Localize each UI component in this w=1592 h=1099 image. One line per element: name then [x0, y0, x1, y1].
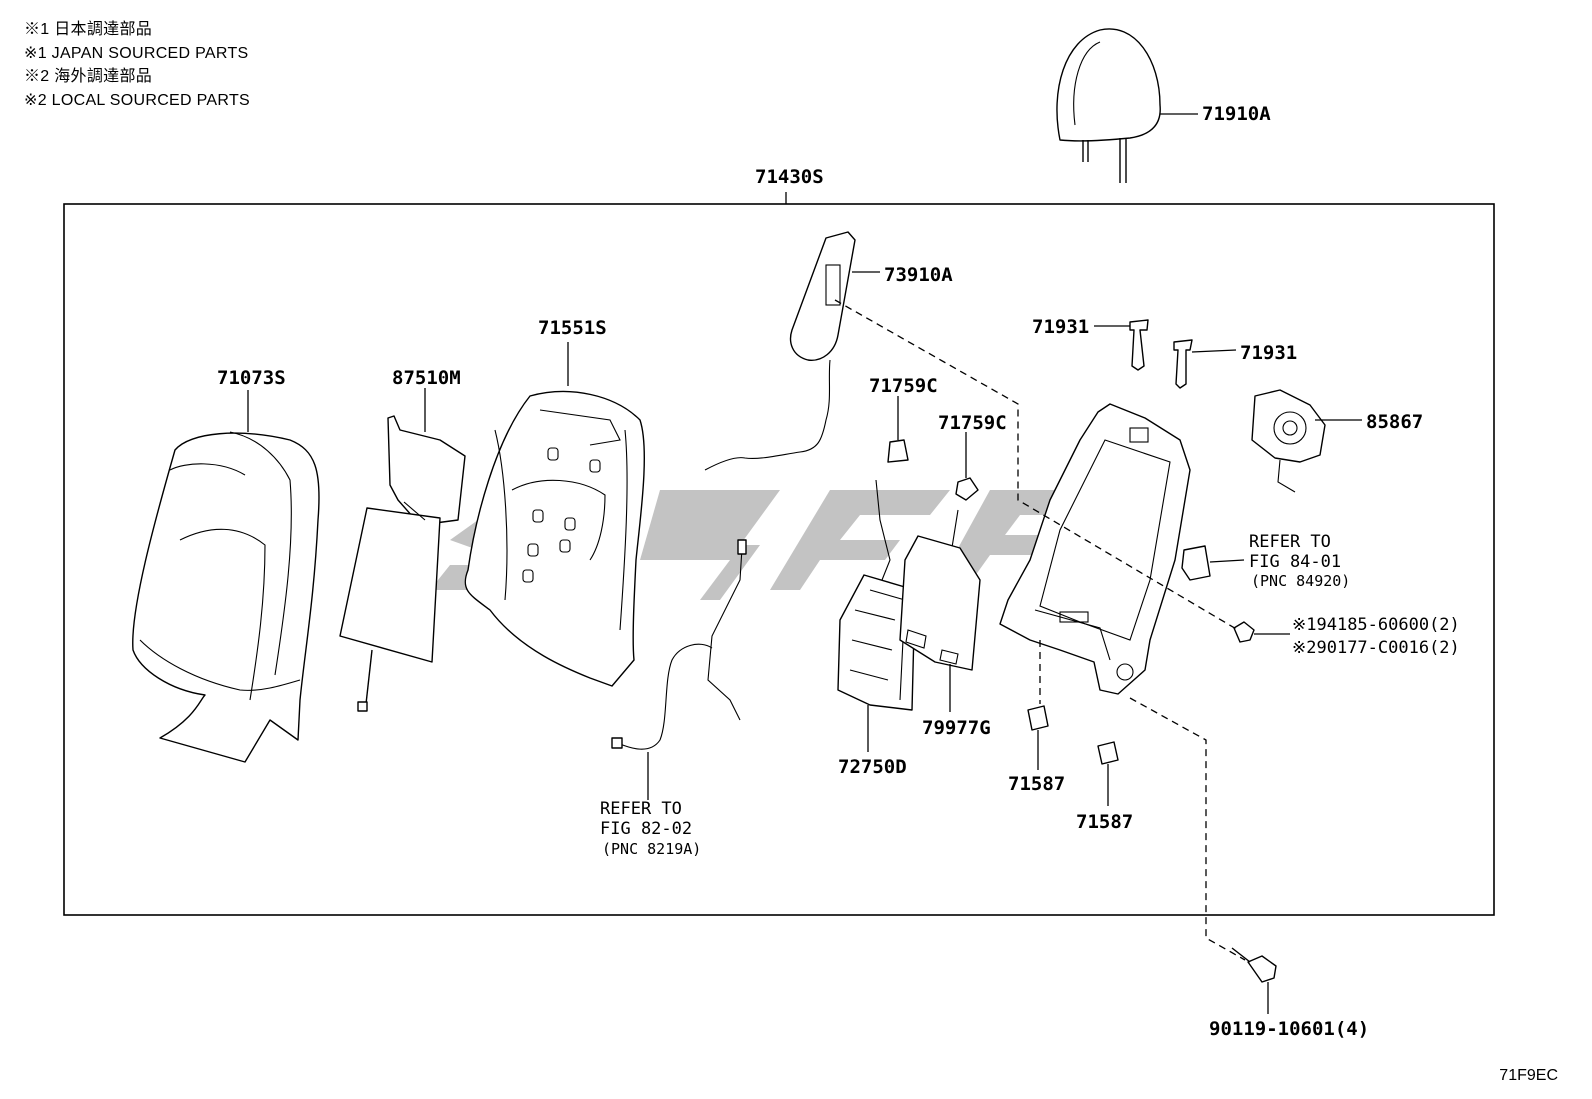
wire-harness-illustration — [611, 539, 747, 800]
clip-71759c-illustration — [887, 396, 979, 501]
note-japan-sourced-jp: ※1 日本調達部品 — [24, 21, 153, 38]
label-71931-left: 71931 — [1032, 316, 1089, 338]
fastener-illustration — [1027, 705, 1119, 806]
nut-illustration — [1233, 621, 1290, 643]
label-71931-right: 71931 — [1240, 342, 1297, 364]
airbag-mount-dashline — [834, 299, 1239, 631]
headrest-guide-illustration — [1094, 319, 1237, 389]
bolt-dashline — [1129, 697, 1246, 961]
refer-wire-note: REFER TO FIG 82-02 (PNC 8219A) — [600, 799, 701, 858]
seat-heater-illustration — [339, 388, 466, 712]
refer-wire-line2: FIG 82-02 — [600, 819, 692, 839]
cover-clip-illustration — [1181, 545, 1245, 581]
recliner-cover-illustration — [1251, 389, 1362, 493]
seat-frame-illustration — [999, 403, 1191, 695]
note-local-sourced-jp: ※2 海外調達部品 — [24, 68, 153, 85]
refer-cover-line2: FIG 84-01 — [1249, 552, 1341, 572]
svg-text:※290177-C0016(2): ※290177-C0016(2) — [1292, 638, 1460, 658]
nut-line1-mark: ※1 — [1292, 615, 1316, 635]
label-73910a: 73910A — [884, 264, 953, 286]
label-85867: 85867 — [1366, 411, 1423, 433]
label-71759c-second: 71759C — [938, 412, 1007, 434]
label-71073s: 71073S — [217, 367, 286, 389]
label-71587-second: 71587 — [1076, 811, 1133, 833]
nut-line2-part: 90177-C0016(2) — [1316, 638, 1459, 658]
seatback-pad-illustration — [464, 342, 645, 687]
label-71430s: 71430S — [755, 166, 824, 188]
illustration-code: 71F9EC — [1499, 1067, 1558, 1084]
label-71910a: 71910A — [1202, 103, 1271, 125]
note-japan-sourced-en: ※1 JAPAN SOURCED PARTS — [24, 44, 249, 62]
refer-cover-line3: (PNC 84920) — [1251, 572, 1350, 590]
refer-cover-line1: REFER TO — [1249, 532, 1331, 552]
bolt-illustration — [1231, 947, 1277, 1014]
seatback-cover-illustration — [132, 390, 320, 763]
back-board-illustration — [899, 535, 981, 712]
nut-line2-mark: ※2 — [1292, 638, 1316, 658]
label-72750d: 72750D — [838, 756, 907, 778]
assembly-frame — [63, 203, 1495, 916]
nut-line1-part: 94185-60600(2) — [1316, 615, 1459, 635]
note-local-sourced-en: ※2 LOCAL SOURCED PARTS — [24, 91, 250, 109]
refer-wire-line3: (PNC 8219A) — [602, 840, 701, 858]
headrest-illustration — [1056, 28, 1198, 183]
svg-text:※194185-60600(2): ※194185-60600(2) — [1292, 615, 1460, 635]
source-notes: ※1 日本調達部品 ※1 JAPAN SOURCED PARTS ※2 海外調達… — [24, 18, 250, 112]
label-79977g: 79977G — [922, 717, 991, 739]
nut-part-numbers: ※194185-60600(2) ※290177-C0016(2) — [1292, 615, 1460, 658]
label-87510m: 87510M — [392, 367, 461, 389]
label-71551s: 71551S — [538, 317, 607, 339]
refer-cover-note: REFER TO FIG 84-01 (PNC 84920) — [1249, 532, 1350, 590]
label-90119-10601: 90119-10601(4) — [1209, 1018, 1369, 1040]
label-71759c-first: 71759C — [869, 375, 938, 397]
label-71587-first: 71587 — [1008, 773, 1065, 795]
refer-wire-line1: REFER TO — [600, 799, 682, 819]
side-airbag-illustration — [704, 231, 880, 471]
